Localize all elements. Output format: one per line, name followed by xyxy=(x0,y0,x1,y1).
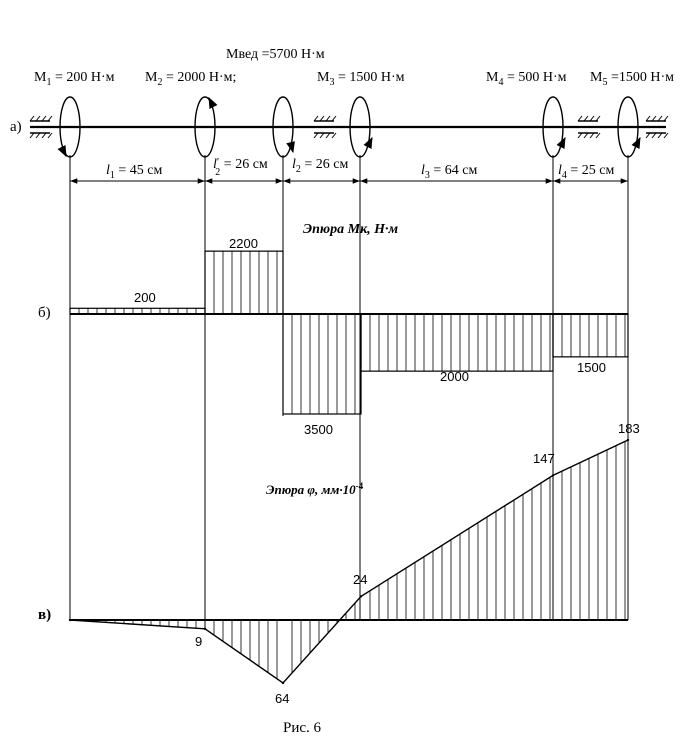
input-moment-label: Mвед =5700 Н·м xyxy=(226,47,325,62)
torque-diagram-title: Эпюра Мк, Н·м xyxy=(303,222,399,237)
angle-value-label: 147 xyxy=(533,451,555,466)
angle-value-label: 24 xyxy=(353,572,367,587)
torque-value-label: 1500 xyxy=(577,360,606,375)
length-l2-label: l2 = 26 см xyxy=(292,157,349,175)
length-l2-prime-label: l′2 = 26 см xyxy=(213,156,268,178)
angle-point xyxy=(626,438,630,442)
torque-diagram xyxy=(69,250,629,415)
angle-curve xyxy=(69,439,629,684)
angle-value-label: 183 xyxy=(618,421,640,436)
angle-point xyxy=(203,627,207,631)
angle-point xyxy=(359,595,363,598)
torque-value-label: 2000 xyxy=(440,369,469,384)
torque-segment-bar xyxy=(552,313,629,358)
bearing-right-mid-icon xyxy=(577,115,601,139)
moment-m1-label: M1 = 200 Н·м xyxy=(34,70,115,88)
torque-segment-bar xyxy=(282,313,362,415)
torque-segment-bar xyxy=(204,250,284,315)
length-l1-label: l1 = 45 см xyxy=(106,163,163,181)
angle-diagram xyxy=(68,438,630,685)
angle-value-label: 64 xyxy=(275,691,289,706)
bearing-left-icon xyxy=(29,115,53,139)
torque-value-label: 2200 xyxy=(229,236,258,251)
torque-value-label: 200 xyxy=(134,290,156,305)
angle-point xyxy=(281,681,285,685)
moment-m5-label: M5 =1500 Н·м xyxy=(590,70,674,88)
length-l4-label: l4 = 25 см xyxy=(558,163,615,181)
moment-m4-label: M4 = 500 Н·м xyxy=(486,70,567,88)
figure-caption: Рис. 6 xyxy=(283,720,322,736)
angle-value-label: 9 xyxy=(195,634,202,649)
length-l3-label: l3 = 64 см xyxy=(421,163,478,181)
bearing-right-icon xyxy=(645,115,669,139)
moment-m2-label: M2 = 2000 Н·м; xyxy=(145,70,236,88)
torque-value-label: 3500 xyxy=(304,422,333,437)
bearing-middle-icon xyxy=(313,115,337,139)
torque-segment-bar xyxy=(360,313,554,372)
moment-m3-label: M3 = 1500 Н·м xyxy=(317,70,405,88)
part-label-a: а) xyxy=(10,119,22,135)
angle-point xyxy=(551,474,555,477)
part-label-b: б) xyxy=(38,305,51,321)
angle-diagram-title: Эпюра φ, мм·10-4 xyxy=(266,481,364,497)
angle-point xyxy=(68,618,72,622)
part-label-v: в) xyxy=(38,607,51,623)
